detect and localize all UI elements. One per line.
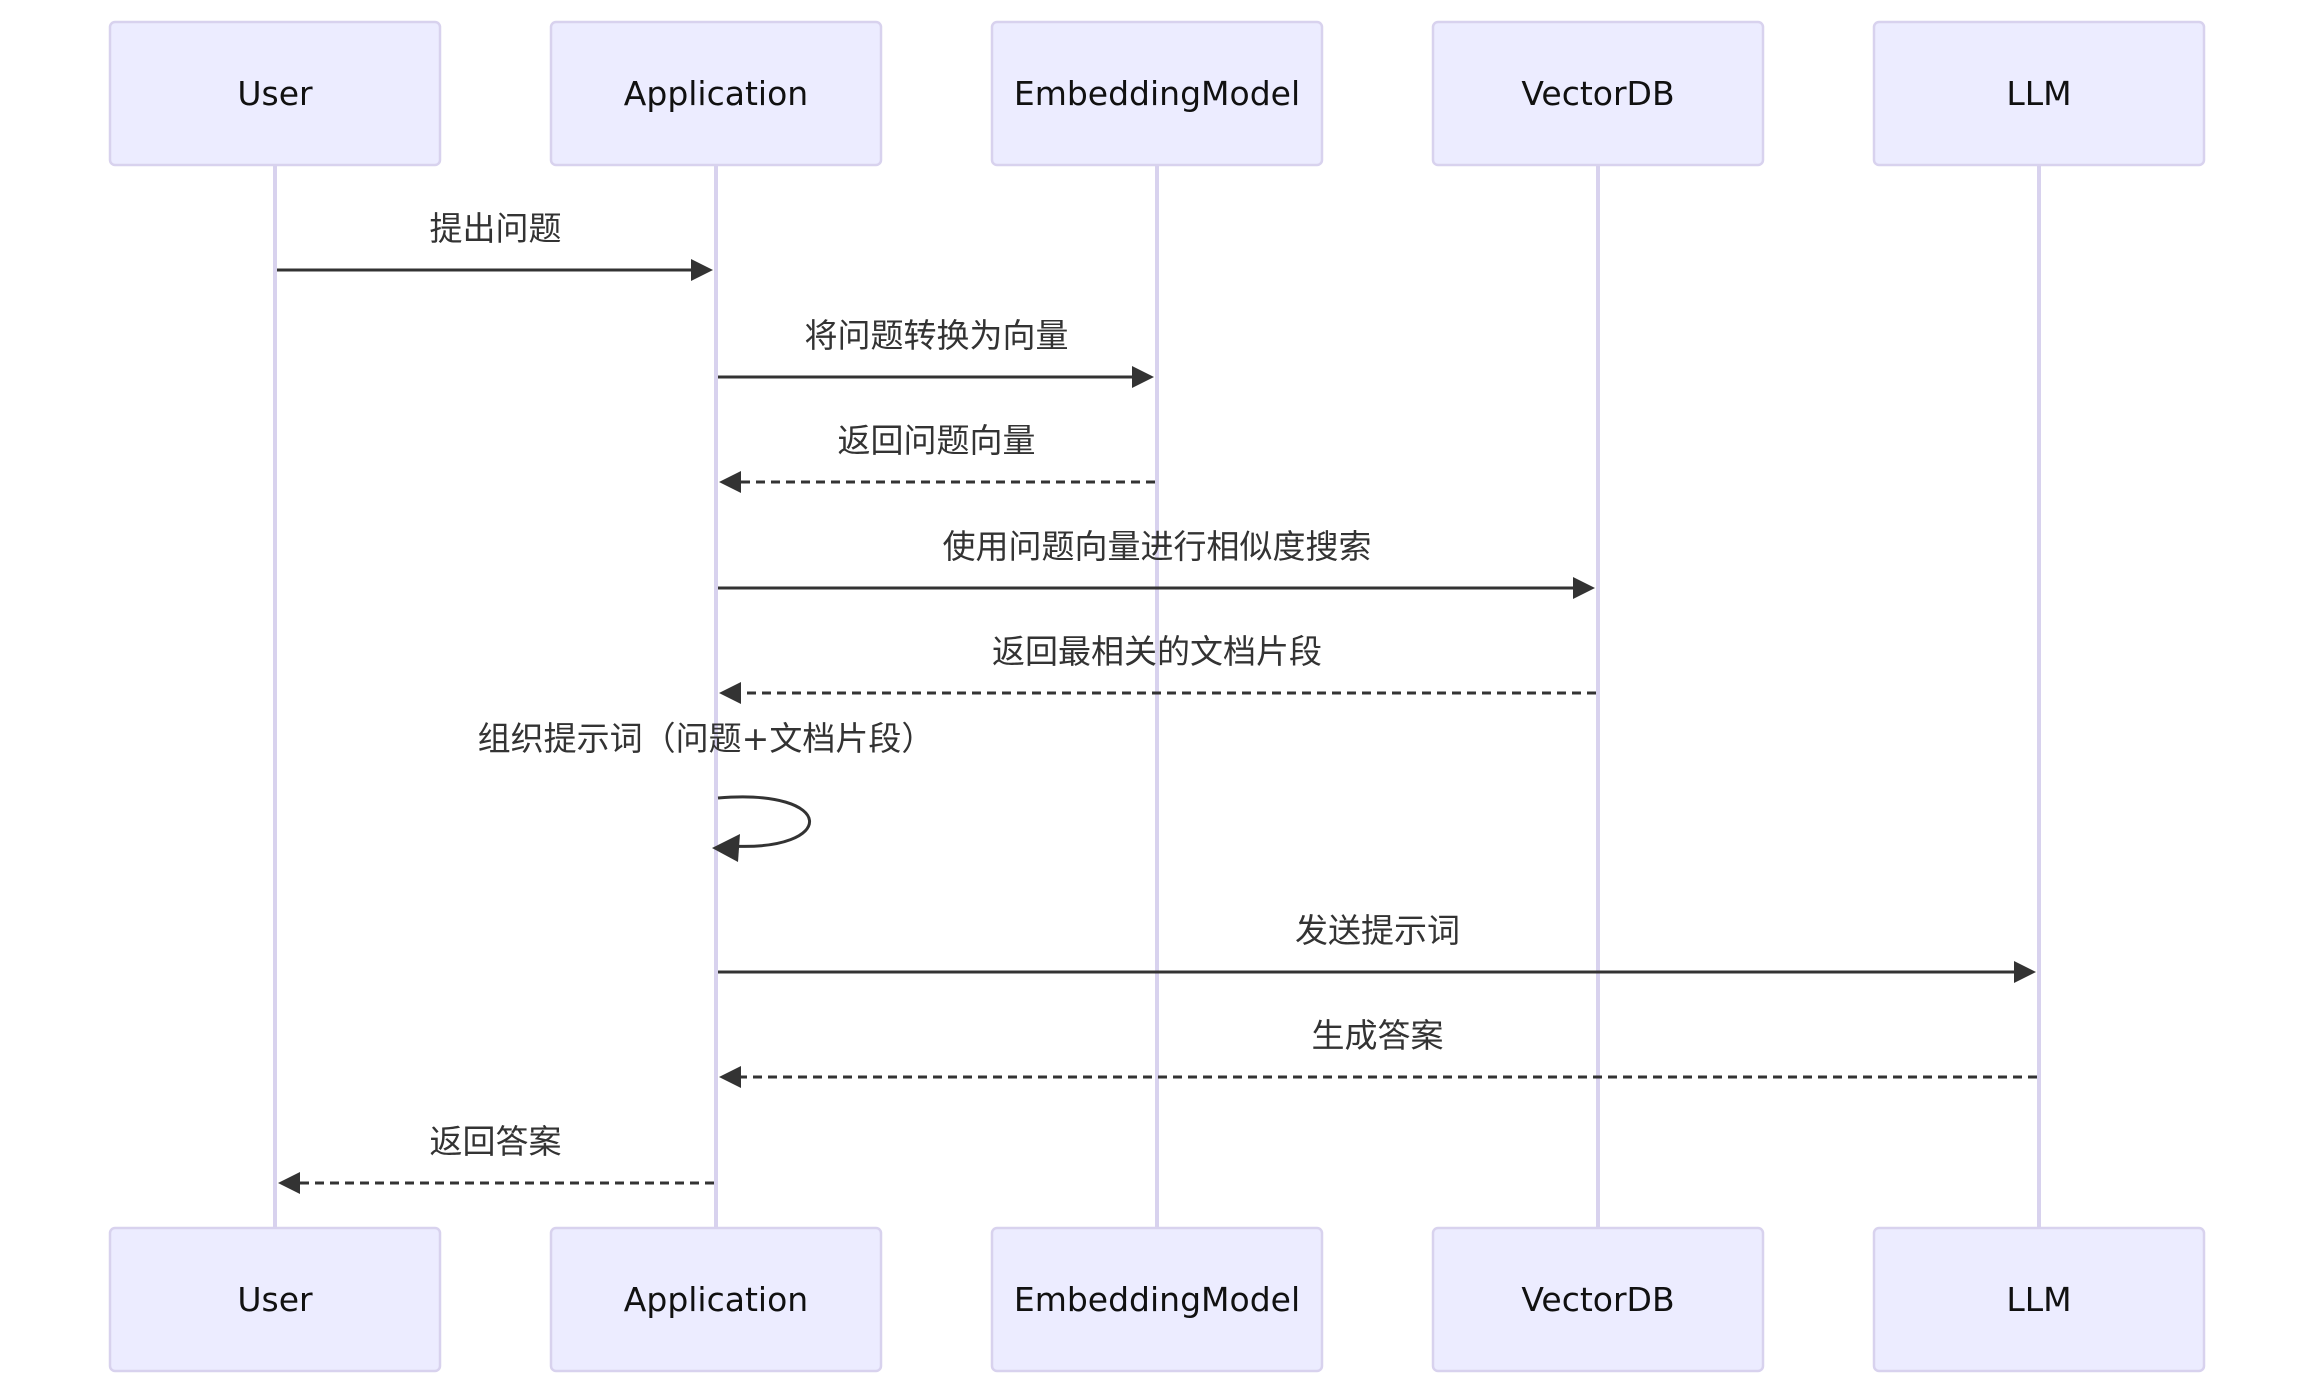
arrowhead [1132, 366, 1154, 388]
arrowhead [2014, 961, 2036, 983]
lifelines [273, 165, 2041, 1228]
actor-label: VectorDB [1521, 74, 1674, 113]
message-label: 返回问题向量 [838, 421, 1036, 460]
arrowhead [278, 1172, 300, 1194]
actor-user-top[interactable]: User [108, 20, 442, 167]
message-9: 返回答案 [278, 1122, 714, 1194]
message-5: 返回最相关的文档片段 [719, 632, 1596, 704]
actor-label: Application [624, 74, 808, 113]
arrowhead [691, 259, 713, 281]
actor-vector-db-bottom[interactable]: VectorDB [1431, 1226, 1765, 1373]
actor-embedding-model-bottom[interactable]: EmbeddingModel [990, 1226, 1324, 1373]
arrowhead [719, 1066, 741, 1088]
message-label: 使用问题向量进行相似度搜索 [943, 527, 1372, 566]
actor-box [1872, 20, 2206, 167]
message-1: 提出问题 [277, 209, 713, 281]
actor-label: EmbeddingModel [1014, 1280, 1300, 1319]
message-8: 生成答案 [719, 1016, 2037, 1088]
arrowhead [719, 471, 741, 493]
actor-box [108, 20, 442, 167]
actor-label: VectorDB [1521, 1280, 1674, 1319]
actor-application-bottom[interactable]: Application [549, 1226, 883, 1373]
actors-bottom: User Application EmbeddingModel VectorDB LLM [108, 1226, 2206, 1373]
self-message-loop [717, 795, 811, 848]
message-4: 使用问题向量进行相似度搜索 [718, 527, 1595, 599]
message-6: 组织提示词（问题+文档片段） [478, 719, 935, 862]
actor-box [108, 1226, 442, 1373]
actor-embedding-model-top[interactable]: EmbeddingModel [990, 20, 1324, 167]
message-label: 返回最相关的文档片段 [992, 632, 1322, 671]
actor-box [990, 20, 1324, 167]
actor-application-top[interactable]: Application [549, 20, 883, 167]
arrowhead [1573, 577, 1595, 599]
message-label: 提出问题 [430, 209, 562, 248]
actor-box [549, 20, 883, 167]
actor-vector-db-top[interactable]: VectorDB [1431, 20, 1765, 167]
message-7: 发送提示词 [718, 911, 2036, 983]
actor-box [549, 1226, 883, 1373]
message-label: 发送提示词 [1295, 911, 1460, 950]
messages: 提出问题将问题转换为向量返回问题向量使用问题向量进行相似度搜索返回最相关的文档片… [277, 209, 2037, 1194]
actor-label: User [237, 74, 313, 113]
actor-user-bottom[interactable]: User [108, 1226, 442, 1373]
actor-label: Application [624, 1280, 808, 1319]
actor-label: LLM [2006, 74, 2071, 113]
actor-box [1872, 1226, 2206, 1373]
actor-label: EmbeddingModel [1014, 74, 1300, 113]
actor-box [1431, 1226, 1765, 1373]
arrowhead [712, 834, 740, 862]
actor-label: LLM [2006, 1280, 2071, 1319]
message-2: 将问题转换为向量 [718, 316, 1154, 388]
message-label: 将问题转换为向量 [805, 316, 1069, 355]
actor-box [1431, 20, 1765, 167]
actor-llm-top[interactable]: LLM [1872, 20, 2206, 167]
message-label: 组织提示词（问题+文档片段） [478, 719, 935, 758]
actor-box [990, 1226, 1324, 1373]
arrowhead [719, 682, 741, 704]
actor-label: User [237, 1280, 313, 1319]
actors-top: User Application EmbeddingModel VectorDB LLM [108, 20, 2206, 167]
actor-llm-bottom[interactable]: LLM [1872, 1226, 2206, 1373]
message-label: 返回答案 [430, 1122, 562, 1161]
message-label: 生成答案 [1312, 1016, 1444, 1055]
message-3: 返回问题向量 [719, 421, 1155, 493]
